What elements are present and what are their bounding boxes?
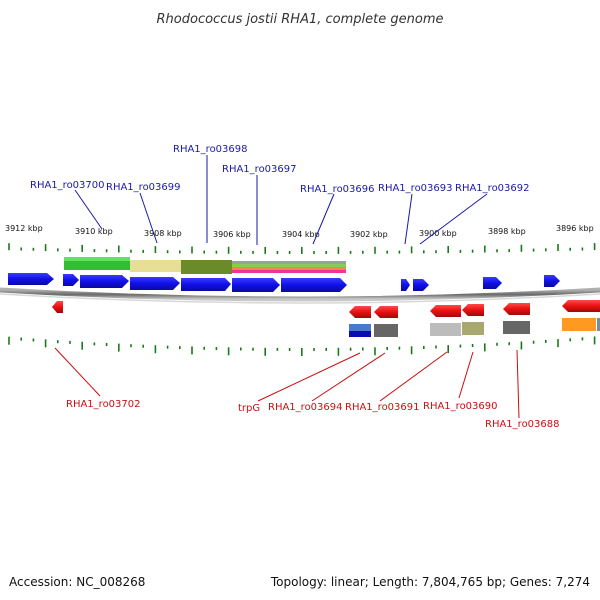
- leader-line: [458, 351, 474, 399]
- ticks-upper: [8, 243, 596, 254]
- forward-gene[interactable]: [63, 274, 79, 286]
- scale-label: 3906 kbp: [213, 230, 251, 239]
- feature-bar: [349, 324, 371, 331]
- leader-line: [312, 193, 335, 245]
- leader-line: [139, 192, 158, 244]
- scale-label: 3902 kbp: [350, 230, 388, 239]
- forward-gene[interactable]: [483, 277, 502, 289]
- feature-bar: [232, 267, 346, 270]
- forward-gene[interactable]: [281, 278, 347, 292]
- gene-label[interactable]: RHA1_ro03698: [173, 144, 248, 155]
- feature-bars-lower: [349, 318, 600, 337]
- reverse-gene[interactable]: [374, 306, 398, 318]
- scale-label: 3898 kbp: [488, 227, 526, 236]
- feature-bar: [374, 324, 398, 337]
- leader-line: [74, 189, 103, 230]
- feature-bar: [232, 264, 346, 267]
- scale-label: 3900 kbp: [419, 229, 457, 238]
- gene-label[interactable]: RHA1_ro03696: [300, 184, 375, 195]
- leader-line: [419, 193, 488, 245]
- feature-bar: [130, 260, 182, 272]
- feature-bar: [562, 318, 596, 331]
- accession-text: Accession: NC_008268: [9, 575, 145, 589]
- forward-gene[interactable]: [401, 279, 410, 291]
- gene-label[interactable]: RHA1_ro03697: [222, 164, 297, 175]
- gene-label[interactable]: RHA1_ro03700: [30, 180, 105, 191]
- scale-label: 3896 kbp: [556, 224, 594, 233]
- feature-bar: [503, 321, 530, 334]
- scale-label: 3912 kbp: [5, 224, 43, 233]
- forward-genes: [8, 273, 560, 292]
- gene-label[interactable]: RHA1_ro03688: [485, 419, 560, 430]
- forward-gene[interactable]: [80, 275, 129, 288]
- map-title: Rhodococcus jostii RHA1, complete genome: [157, 12, 444, 27]
- gene-label[interactable]: RHA1_ro03693: [378, 183, 453, 194]
- forward-gene[interactable]: [8, 273, 54, 285]
- forward-gene[interactable]: [232, 278, 280, 292]
- gene-labels-bottom: RHA1_ro03702 trpG RHA1_ro03694 RHA1_ro03…: [66, 399, 560, 430]
- feature-bar: [232, 261, 346, 264]
- reverse-gene[interactable]: [462, 304, 484, 316]
- forward-gene[interactable]: [544, 275, 560, 287]
- feature-bar: [181, 260, 232, 274]
- feature-bar: [462, 322, 484, 335]
- feature-bar: [232, 270, 346, 273]
- leader-line: [516, 349, 520, 419]
- gene-labels-top: RHA1_ro03700 RHA1_ro03699 RHA1_ro03698 R…: [30, 144, 530, 195]
- reverse-gene[interactable]: [503, 303, 530, 315]
- feature-bar: [349, 331, 371, 337]
- feature-bar: [64, 257, 130, 261]
- scale-labels: 3912 kbp 3910 kbp 3908 kbp 3906 kbp 3904…: [5, 224, 594, 239]
- feature-bar: [597, 318, 600, 331]
- genome-backbone: [0, 287, 600, 302]
- ticks-lower: [8, 336, 596, 356]
- reverse-gene[interactable]: [349, 306, 371, 318]
- gene-label[interactable]: RHA1_ro03702: [66, 399, 141, 410]
- reverse-genes: [52, 300, 600, 318]
- leader-lines-top: [74, 155, 488, 245]
- genome-backbone-shadow: [0, 293, 600, 304]
- leader-line: [379, 351, 448, 402]
- reverse-gene[interactable]: [430, 305, 461, 317]
- leader-line: [54, 347, 101, 397]
- leader-line: [311, 352, 386, 402]
- forward-gene[interactable]: [181, 278, 231, 291]
- gene-label[interactable]: RHA1_ro03691: [345, 402, 420, 413]
- forward-gene[interactable]: [130, 277, 180, 290]
- feature-bars-upper: [64, 257, 346, 274]
- gene-label[interactable]: trpG: [238, 403, 260, 414]
- reverse-gene[interactable]: [596, 300, 600, 312]
- scale-label: 3910 kbp: [75, 227, 113, 236]
- leader-line: [404, 193, 413, 245]
- gene-label[interactable]: RHA1_ro03690: [423, 401, 498, 412]
- reverse-gene[interactable]: [52, 301, 63, 313]
- reverse-gene[interactable]: [562, 300, 596, 312]
- feature-bar: [430, 323, 461, 336]
- forward-gene[interactable]: [413, 279, 429, 291]
- gene-label[interactable]: RHA1_ro03699: [106, 182, 181, 193]
- leader-line: [257, 352, 361, 402]
- leader-lines-bottom: [54, 347, 520, 419]
- scale-label: 3908 kbp: [144, 229, 182, 238]
- gene-label[interactable]: RHA1_ro03694: [268, 402, 343, 413]
- gene-label[interactable]: RHA1_ro03692: [455, 183, 530, 194]
- genome-summary-text: Topology: linear; Length: 7,804,765 bp; …: [270, 575, 590, 589]
- scale-label: 3904 kbp: [282, 230, 320, 239]
